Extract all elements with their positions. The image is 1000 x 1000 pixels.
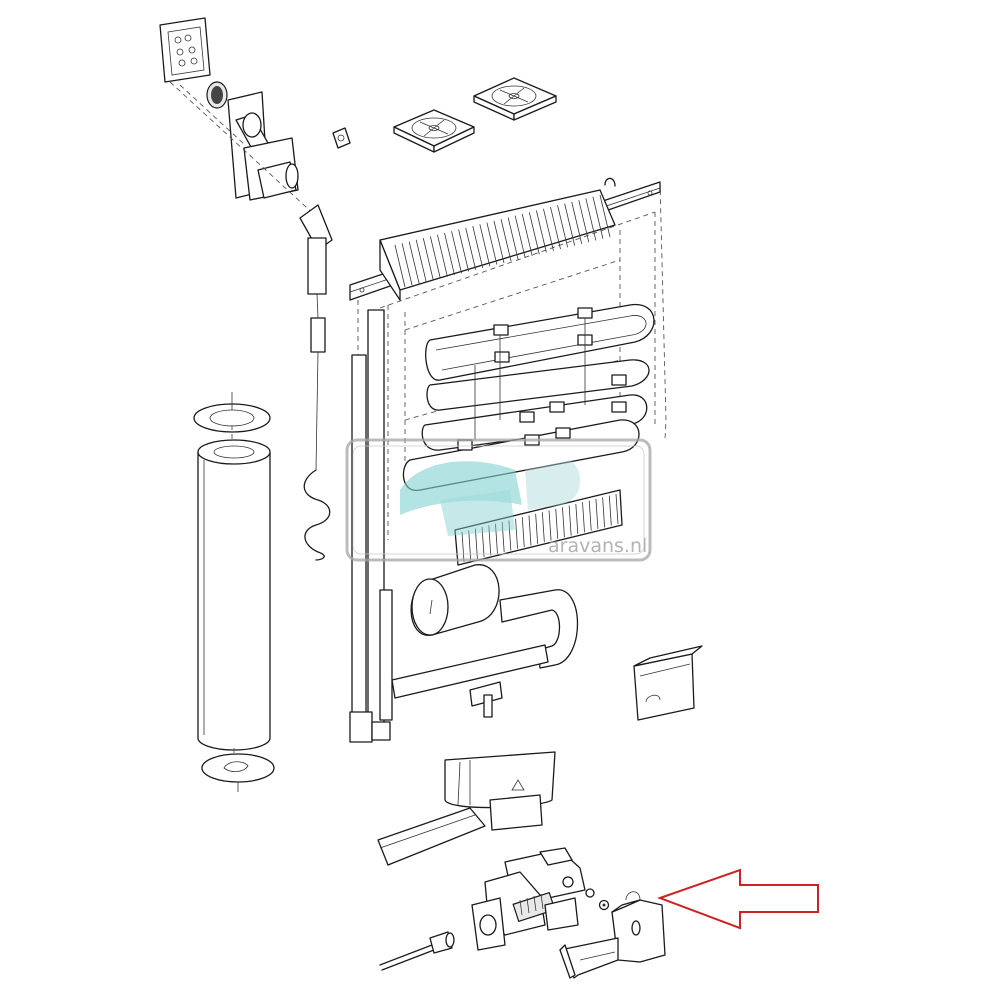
burner-mounting-bracket — [559, 891, 666, 979]
absorber-vessel — [391, 564, 579, 718]
gas-supply-pipe — [379, 931, 455, 971]
flue-deflector-box — [633, 645, 703, 721]
screw-nut — [585, 888, 610, 911]
flue-pipe — [227, 91, 299, 201]
flue-gasket — [206, 81, 228, 109]
flue-baffle — [299, 204, 333, 471]
thermostat-clip — [332, 127, 351, 149]
ventilation-fan-left — [393, 109, 475, 153]
watermark-logo — [400, 460, 581, 536]
insulation-top-disc — [193, 392, 271, 433]
insulation-cylinder — [197, 439, 271, 751]
flue-spiral — [303, 469, 331, 561]
burner-assembly — [471, 847, 586, 951]
watermark: aravans.nl — [345, 438, 652, 562]
absorber-fins — [454, 489, 623, 566]
watermark-text: aravans.nl — [548, 535, 647, 557]
boiler-tube — [349, 309, 393, 743]
burner-housing — [377, 751, 556, 866]
condenser-fins — [379, 189, 616, 301]
evaporator-coil — [402, 303, 655, 491]
insulation-bottom-disc — [201, 753, 275, 792]
ventilation-fan-right — [473, 77, 557, 121]
flue-cap-plate — [159, 17, 211, 83]
callout-arrow — [657, 868, 819, 930]
